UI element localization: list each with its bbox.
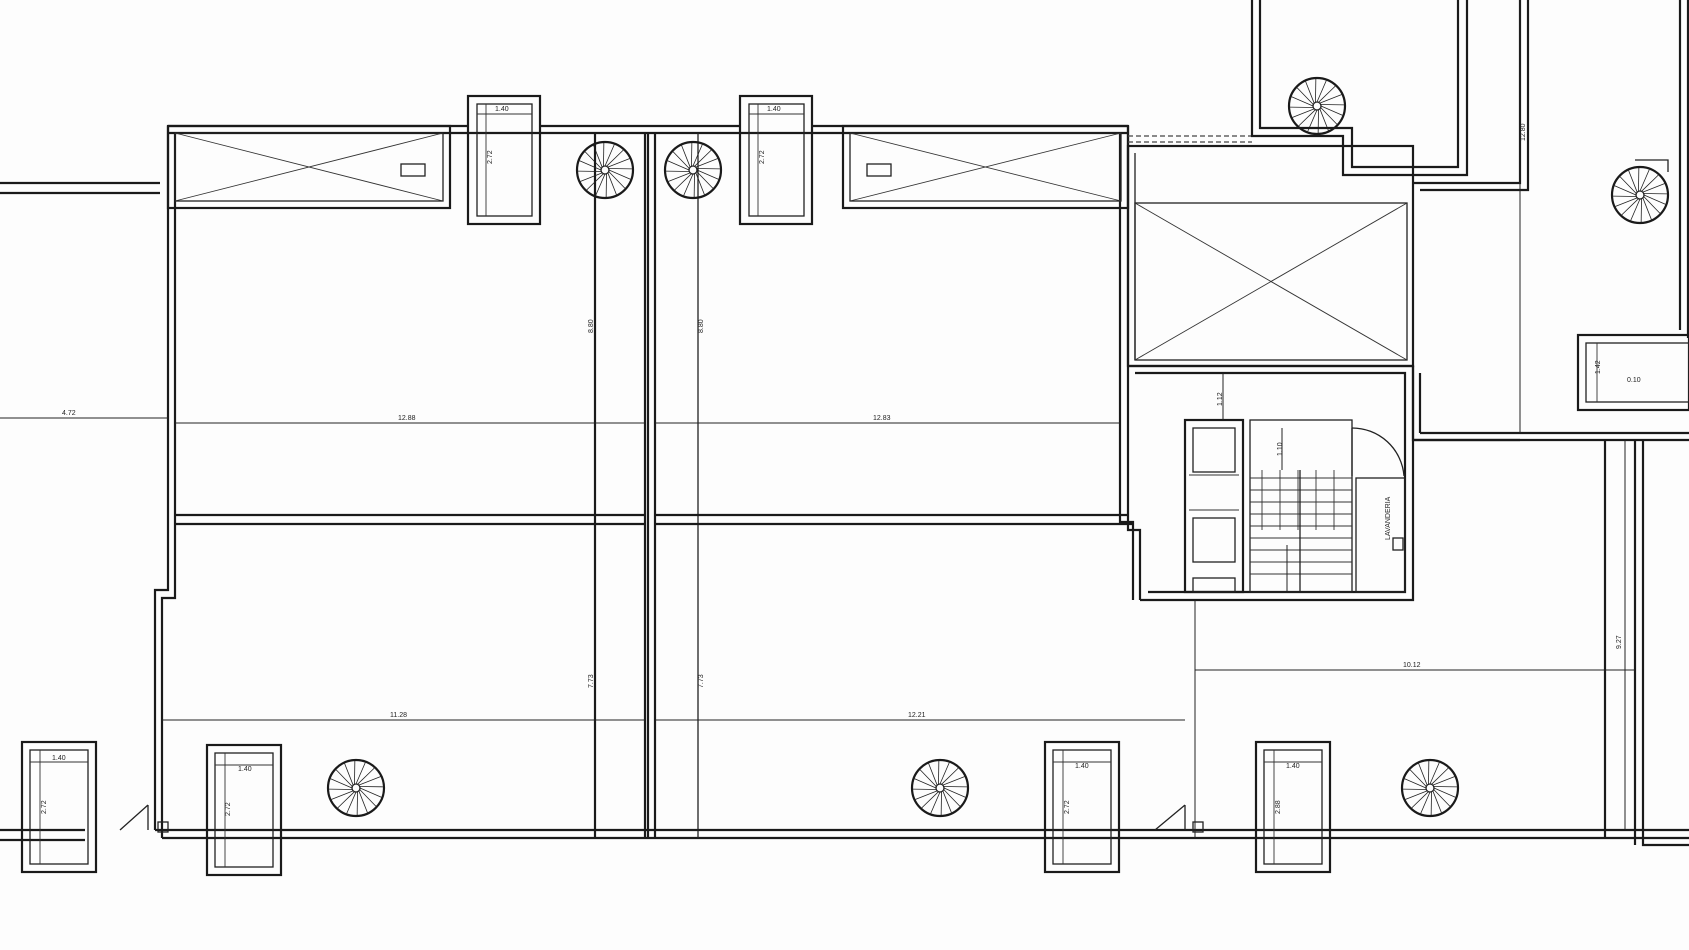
dim-column-lower-left: 7.73 [588,674,595,688]
shaft-width-label: 1.40 [52,755,66,762]
shaft-width-label: 1.40 [238,766,252,773]
shaft-height-label: 2.72 [759,150,766,164]
shaft-height-label: 2.72 [41,800,48,814]
shaft-height-label: 2.72 [225,802,232,816]
ceiling-fan-icon [1287,76,1347,136]
fans [326,76,1670,818]
shaft-bottom-2: 1.40 2.72 [205,743,283,877]
east-top-dim: 12.80 [1520,123,1527,141]
dim-column-lower-right: 7.73 [698,674,705,688]
shaft-bottom-3: 1.40 2.72 [1043,740,1121,874]
dim-column-upper-left: 8.80 [588,319,595,333]
lift-dim-2: 1.10 [1277,442,1284,456]
ceiling-fan-icon [663,140,723,200]
east-wing: 0.10 1.42 12.80 [1250,0,1689,847]
shaft-bottom-1: 1.40 2.72 [20,740,98,874]
shaft-width-label: 1.40 [1075,763,1089,770]
door-markers [119,804,1204,833]
shaft-top-left: 1.40 2.72 [466,94,542,226]
shaft-top-right: 1.40 2.72 [738,94,814,226]
dim-span-lower-right: 12.21 [908,712,926,719]
shaft-height-label: 2.72 [487,150,494,164]
ceiling-fan-icon [326,758,386,818]
dim-span-right: 12.83 [873,415,891,422]
shaft-width-label: 1.40 [767,106,781,113]
east-small-h-label: 1.42 [1595,360,1602,374]
shaft-height-label: 2.72 [1064,800,1071,814]
dim-left-outer: 4.72 [62,410,76,417]
dim-span-lower-east: 10.12 [1403,662,1421,669]
lift-dim-1: 1.12 [1217,392,1224,406]
shaft-bottom-4: 1.40 2.88 [1254,740,1332,874]
shaft-width-label: 1.40 [1286,763,1300,770]
ceiling-fan-icon [1400,758,1460,818]
ceiling-fan-icon [910,758,970,818]
shaft-height-alt-label: 2.88 [1275,800,1282,814]
ceiling-fan-icon [575,140,635,200]
upper-right-void [841,124,1130,210]
upper-left-void [166,124,452,210]
ceiling-fan-icon [1610,165,1670,225]
central-column-pair [593,133,699,838]
dim-east-height: 9.27 [1616,635,1623,649]
left-exterior-wall [0,181,160,842]
main-building-outline [153,124,1689,840]
dimension-lines: 4.72 12.88 12.83 11.28 12.21 10.12 8.80 … [0,319,1635,838]
stair-treads [1250,470,1352,575]
east-small-w-label: 0.10 [1627,377,1641,384]
mid-beam [175,513,1133,526]
dim-column-upper-right: 8.80 [698,319,705,333]
dim-span-lower-left: 11.28 [390,712,407,719]
service-room-label: LAVANDERIA [1385,496,1392,540]
shaft-width-label: 1.40 [495,106,509,113]
east-core: LAVANDERIA 1.12 1.10 [1126,135,1415,602]
dim-span-left: 12.88 [398,415,416,422]
